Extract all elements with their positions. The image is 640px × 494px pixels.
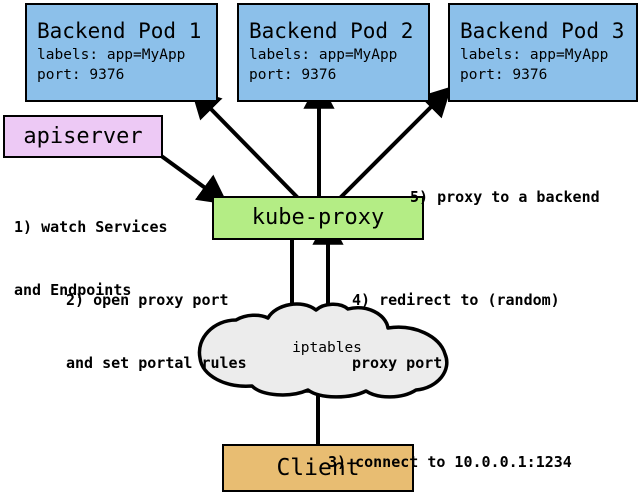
iptables-cloud[interactable]: iptables — [190, 302, 464, 400]
kube-proxy-label: kube-proxy — [251, 205, 385, 230]
step-5-line-1: 5) proxy to a backend — [410, 188, 600, 206]
step-1-label: 1) watch Services and Endpoints — [14, 175, 168, 343]
backend-pod-2-box[interactable]: Backend Pod 2 labels: app=MyApp port: 93… — [237, 3, 430, 102]
kube-proxy-box[interactable]: kube-proxy — [212, 196, 424, 240]
apiserver-box[interactable]: apiserver — [3, 115, 163, 158]
step-2-label: 2) open proxy port and set portal rules — [66, 248, 247, 416]
backend-pod-2-port: port: 9376 — [249, 67, 337, 83]
step-3-label: 3) connect to 10.0.0.1:1234 — [328, 410, 572, 494]
backend-pod-1-labels: labels: app=MyApp — [37, 47, 186, 63]
step-4-label: 4) redirect to (random) proxy port — [352, 248, 560, 416]
step-2-line-1: 2) open proxy port — [66, 291, 229, 309]
step-3-line-1: 3) connect to 10.0.0.1:1234 — [328, 453, 572, 471]
apiserver-label: apiserver — [23, 123, 143, 149]
backend-pod-1-port: port: 9376 — [37, 67, 125, 83]
backend-pod-1-title: Backend Pod 1 — [37, 19, 202, 43]
backend-pod-3-title: Backend Pod 3 — [460, 19, 625, 43]
iptables-label: iptables — [292, 340, 362, 356]
step-5-label: 5) proxy to a backend — [410, 145, 600, 250]
step-1-line-2: and Endpoints — [14, 281, 132, 299]
cloud-shape-icon — [197, 302, 449, 399]
step-4-line-1: 4) redirect to (random) — [352, 291, 560, 309]
client-box[interactable]: Client — [222, 444, 414, 492]
arrow-kubeproxy-to-pod-1 — [190, 88, 300, 200]
step-1-line-1: 1) watch Services — [14, 218, 168, 236]
step-4-line-2: proxy port — [352, 354, 443, 372]
backend-pod-2-title: Backend Pod 2 — [249, 19, 414, 43]
step-2-line-2: and set portal rules — [66, 354, 247, 372]
backend-pod-3-port: port: 9376 — [460, 67, 548, 83]
client-label: Client — [276, 455, 360, 481]
backend-pod-3-labels: labels: app=MyApp — [460, 47, 609, 63]
backend-pod-1-box[interactable]: Backend Pod 1 labels: app=MyApp port: 93… — [25, 3, 218, 102]
backend-pod-3-box[interactable]: Backend Pod 3 labels: app=MyApp port: 93… — [448, 3, 638, 102]
backend-pod-2-labels: labels: app=MyApp — [249, 47, 398, 63]
